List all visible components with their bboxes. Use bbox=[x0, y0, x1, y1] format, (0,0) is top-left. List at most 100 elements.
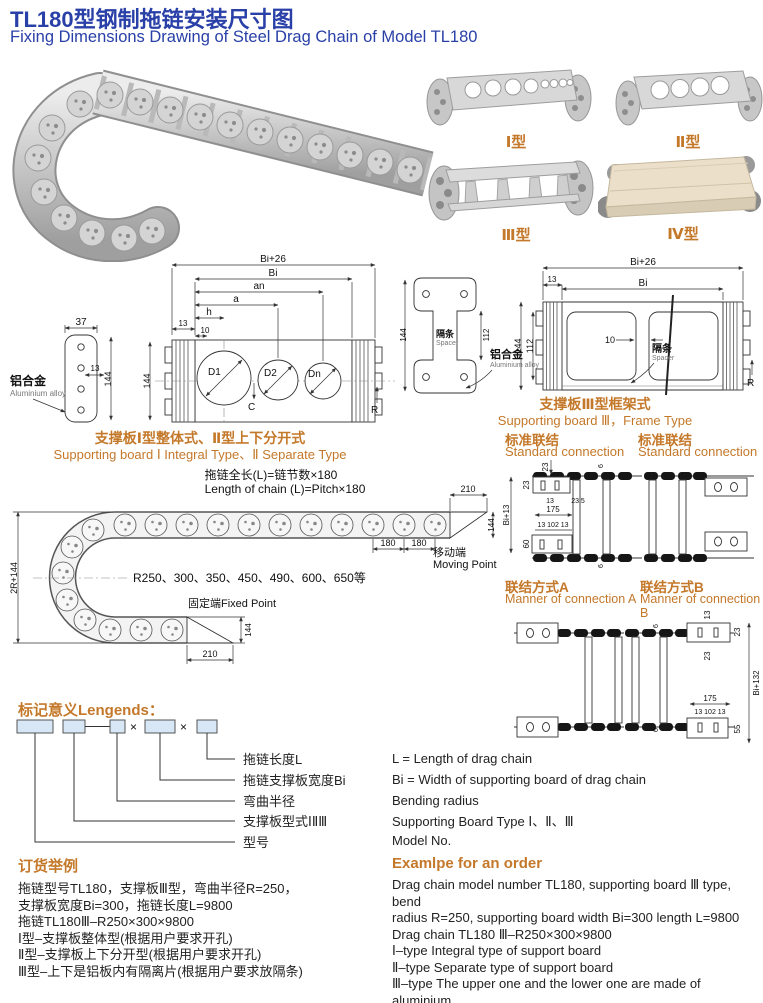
bend-dimensions: 210 144 移动端 Moving Point 180 180 2R+144 … bbox=[9, 484, 497, 664]
dim-a-6-top: 6 bbox=[598, 464, 605, 468]
moving-point-zh: 移动端 bbox=[433, 546, 466, 559]
photo-label-type2: Ⅱ型 bbox=[675, 134, 701, 151]
dim-10-frame: 10 bbox=[605, 335, 615, 345]
dim-d-55: 55 bbox=[733, 724, 742, 733]
dim-144-part3: 144 bbox=[400, 328, 408, 342]
dim-a-bi13: Bi+13 bbox=[502, 504, 511, 525]
spacer-frame-en: Spacer bbox=[652, 355, 675, 362]
chain-band bbox=[48, 511, 489, 644]
photo-type-3 bbox=[428, 160, 594, 221]
dim-a-60: 60 bbox=[522, 539, 531, 548]
spacer-part-zh: 隔条 bbox=[436, 328, 455, 339]
legend-times-1: × bbox=[130, 720, 137, 734]
dim-an: an bbox=[253, 281, 264, 292]
dim-C: C bbox=[248, 402, 255, 413]
dim-a-13-102-13: 13 102 13 bbox=[537, 522, 568, 529]
dim-D2: D2 bbox=[264, 368, 277, 379]
order-zh-line1: 拖链型号TL180，支撑板Ⅲ型，弯曲半径R=250， bbox=[18, 881, 298, 896]
moving-point-en: Moving Point bbox=[433, 559, 497, 571]
dim-d-13-102-13: 13 102 13 bbox=[694, 709, 725, 716]
photo-type-2 bbox=[615, 70, 763, 126]
photo-type-4 bbox=[598, 156, 761, 218]
photo-label-type4: Ⅳ型 bbox=[667, 226, 699, 243]
legend-item-zh-radius: 弯曲半径 bbox=[243, 794, 296, 809]
order-zh-line2: 支撑板宽度Bi=300，拖链长度L=9800 bbox=[18, 897, 233, 913]
board3-frame: 10 隔条 Spacer R Bi+26 13 Bi 144 112 bbox=[513, 257, 754, 396]
page-title: TL180型钢制拖链安装尺寸图 bbox=[10, 7, 294, 32]
dim-d-6-top: 6 bbox=[653, 624, 660, 628]
dim-h: h bbox=[206, 307, 212, 318]
connection-b-top bbox=[644, 472, 754, 562]
legend-item-zh-model: 型号 bbox=[243, 835, 270, 850]
order-en-line6: Ⅲ–type The upper one and the lower one a… bbox=[392, 976, 701, 1003]
dim-144-frame: 144 bbox=[513, 338, 523, 353]
dim-180-a: 180 bbox=[380, 538, 395, 548]
order-heading-en: Examlpe for an order bbox=[392, 855, 543, 872]
material3-en: Aluminium alloy bbox=[490, 362, 540, 369]
radius-series: R250、300、350、450、490、600、650等 bbox=[133, 571, 366, 585]
dim-bi: Bi bbox=[269, 268, 278, 279]
order-zh-line3: 拖链TL180Ⅲ–R250×300×9800 bbox=[18, 914, 194, 929]
dim-10: 10 bbox=[201, 326, 210, 335]
board3-small-part: 144 隔条 Spacer 112 铝合金 Aluminium alloy bbox=[400, 277, 540, 394]
dim-a-23-top: 23 bbox=[541, 462, 550, 471]
caption-board12-en: Supporting board Ⅰ Integral Type、Ⅱ Separ… bbox=[53, 447, 347, 462]
dim-d-175: 175 bbox=[703, 694, 717, 703]
legend-item-en-radius: Bending radius bbox=[392, 793, 479, 808]
board12-assembly: D1 D2 Dn C R Bi+26 Bi an a h 13 10 bbox=[142, 255, 395, 425]
std-connection-left-en: Standard connection bbox=[505, 444, 625, 459]
dim-a-6-bottom: 6 bbox=[598, 564, 605, 568]
order-en-line4: Ⅰ–type Integral type of support board bbox=[392, 943, 602, 958]
order-en-line2: radius R=250, supporting board width Bi=… bbox=[392, 910, 740, 925]
dim-a-23-5: 23.5 bbox=[571, 498, 585, 505]
dim-210-top: 210 bbox=[460, 484, 475, 494]
dim-a-23-left: 23 bbox=[522, 480, 531, 489]
dim-R-frame: R bbox=[747, 378, 754, 389]
manner-a-en: Manner of connection A bbox=[505, 592, 637, 606]
spacer-frame-zh: 隔条 bbox=[652, 342, 673, 355]
legend-times-2: × bbox=[180, 720, 187, 734]
dim-112-frame: 112 bbox=[525, 339, 535, 353]
legend-connectors bbox=[34, 733, 235, 843]
material-label-en: Aluminium alloy bbox=[10, 389, 66, 398]
legend-item-zh-boardtype: 支撑板型式ⅠⅡⅢ bbox=[243, 814, 328, 829]
dim-144-bottom: 144 bbox=[244, 623, 253, 637]
legend-item-zh-length: 拖链长度L bbox=[243, 752, 303, 767]
diagram-board-type1-2: 37 13 144 铝合金 Aluminium alloy D1 D2 bbox=[10, 255, 395, 425]
dim-a: a bbox=[233, 294, 239, 305]
dim-R: R bbox=[371, 405, 378, 416]
dim-D1: D1 bbox=[208, 367, 221, 378]
connection-a-bottom bbox=[514, 622, 624, 738]
dim-d-23-below: 23 bbox=[703, 651, 712, 660]
photo-type-1 bbox=[426, 69, 592, 126]
legend-item-en-length: L = Length of drag chain bbox=[392, 751, 533, 766]
material3-zh: 铝合金 bbox=[490, 347, 524, 361]
dim-144-body: 144 bbox=[142, 373, 152, 388]
legend-heading: 标记意义Lengends： bbox=[18, 702, 164, 719]
dim-144-top: 144 bbox=[487, 518, 496, 532]
caption-board12-zh: 支撑板Ⅰ型整体式、Ⅱ型上下分开式 bbox=[94, 430, 306, 446]
photo-label-type1: Ⅰ型 bbox=[505, 134, 527, 151]
order-en-line3: Drag chain TL180 Ⅲ–R250×300×9800 bbox=[392, 926, 612, 942]
std-connection-right-en: Standard connection bbox=[638, 444, 758, 459]
order-en-line5: Ⅱ–type Separate type of support board bbox=[392, 959, 614, 975]
diagram-chain-bend: 拖链全长(L)=链节数×180 Length of chain (L)=Pitc… bbox=[9, 468, 497, 664]
dim-d-6-bottom: 6 bbox=[653, 728, 660, 732]
dim-a-13: 13 bbox=[546, 498, 554, 505]
dim-13-holes: 13 bbox=[91, 364, 100, 373]
dim-d-13: 13 bbox=[703, 610, 712, 619]
chain-bend-photo-art bbox=[12, 69, 434, 262]
chain-length-formula-en: Length of chain (L)=Pitch×180 bbox=[205, 482, 366, 496]
order-zh-line4: Ⅰ型–支撑板整体型(根据用户要求开孔) bbox=[18, 930, 233, 946]
dim-bi-frame: Bi bbox=[639, 278, 648, 289]
diagram-connections: 23 23 13 23.5 175 13 102 13 60 Bi+13 6 6 bbox=[502, 460, 761, 744]
moving-end-plate bbox=[449, 511, 489, 539]
std-connection-left-zh: 标准联结 bbox=[505, 433, 559, 448]
material-label-zh: 铝合金 bbox=[10, 373, 47, 388]
dim-d-bi132: Bi+132 bbox=[752, 670, 761, 696]
dim-37: 37 bbox=[75, 317, 87, 328]
dim-13: 13 bbox=[179, 319, 188, 328]
dim-Dn: Dn bbox=[308, 369, 321, 380]
dim-d-23-right: 23 bbox=[733, 627, 742, 636]
